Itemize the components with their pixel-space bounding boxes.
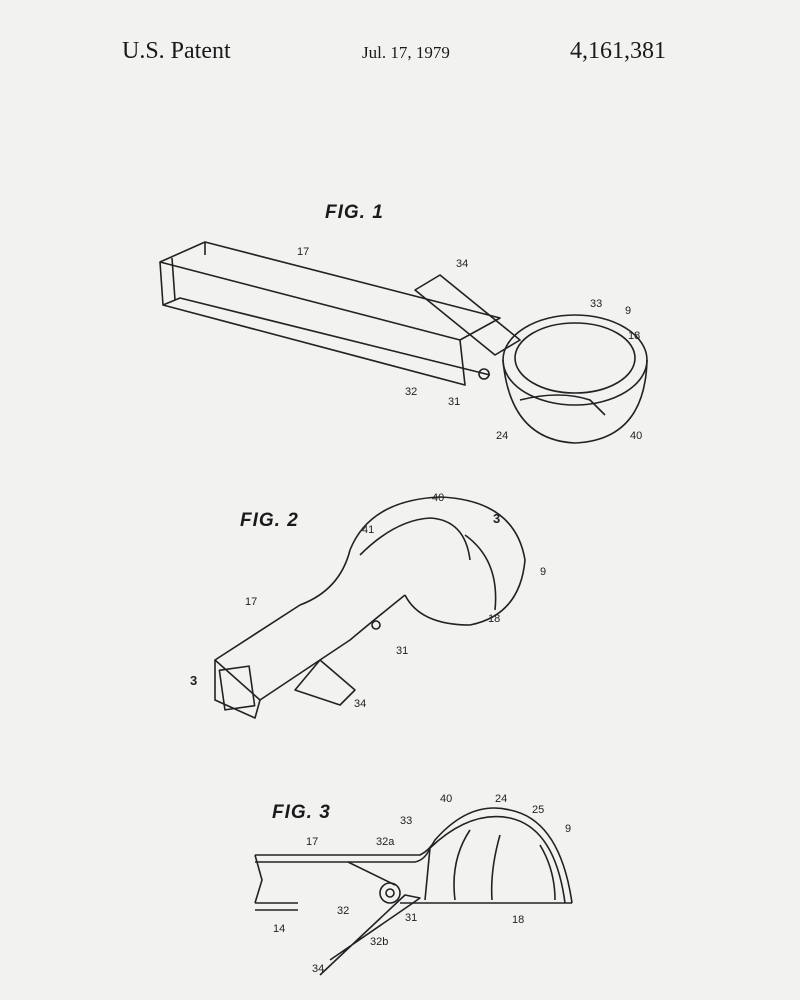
fig2-drawing — [214, 496, 526, 719]
fig2-section-marker: 3 — [190, 673, 198, 688]
fig2-title: FIG. 2 — [240, 510, 299, 531]
patent-label: U.S. Patent — [122, 38, 231, 64]
fig2-label: 18 — [488, 613, 501, 625]
fig2-label: 34 — [354, 698, 367, 710]
fig1-title: FIG. 1 — [325, 202, 384, 223]
fig1-label: 31 — [448, 396, 461, 408]
fig1-label: 40 — [630, 430, 643, 442]
fig1-label: 33 — [590, 298, 603, 310]
fig2-label: 17 — [245, 596, 258, 608]
fig3-label: 31 — [405, 912, 418, 924]
fig3-label: 32b — [370, 936, 389, 948]
fig3-label: 33 — [400, 815, 413, 827]
fig1-label: 24 — [496, 430, 509, 442]
fig2-label: 41 — [362, 524, 375, 536]
fig3-label: 32a — [376, 836, 395, 848]
fig3-label: 18 — [512, 914, 525, 926]
fig3-title: FIG. 3 — [272, 802, 331, 823]
fig1-label: 34 — [456, 258, 469, 270]
fig1-label: 17 — [297, 246, 310, 258]
fig1-label: 18 — [628, 330, 641, 342]
fig3-label: 34 — [312, 963, 325, 975]
patent-date: Jul. 17, 1979 — [362, 43, 450, 62]
fig2-label: 9 — [540, 566, 547, 578]
fig3-label: 25 — [532, 804, 545, 816]
fig1-drawing — [159, 241, 648, 444]
fig2-label: 31 — [396, 645, 409, 657]
patent-number: 4,161,381 — [570, 38, 666, 64]
fig1-label: 9 — [625, 305, 632, 317]
fig1-label: 32 — [405, 386, 418, 398]
fig3-label: 32 — [337, 905, 350, 917]
fig3-label: 40 — [440, 793, 453, 805]
fig2-label: 40 — [432, 492, 445, 504]
fig3-label: 14 — [273, 923, 286, 935]
fig3-drawing — [254, 807, 573, 976]
fig3-label: 17 — [306, 836, 319, 848]
fig2-section-marker: 3 — [493, 511, 501, 526]
fig3-label: 24 — [495, 793, 508, 805]
fig3-label: 9 — [565, 823, 572, 835]
